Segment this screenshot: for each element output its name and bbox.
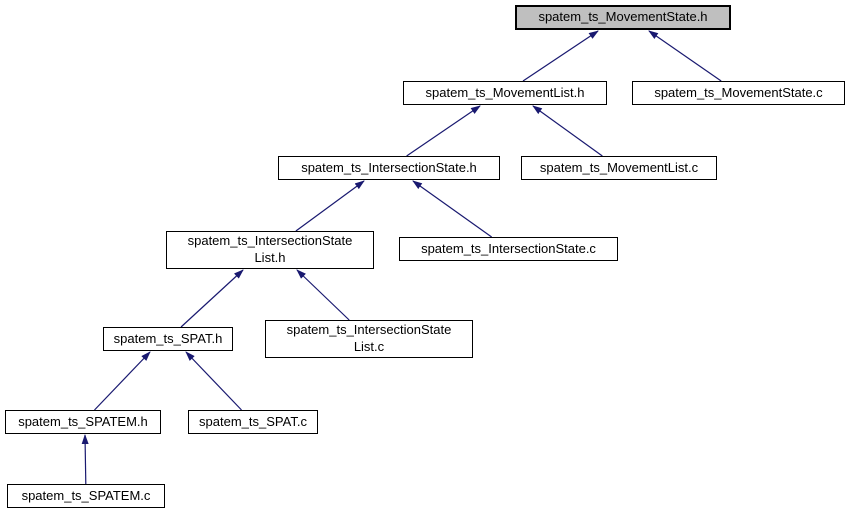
edge-spatem-h-to-spat-h	[94, 351, 151, 411]
edge-movementlist-c-to-movementlist-h	[532, 105, 603, 157]
edge-spat-c-to-spat-h	[185, 351, 242, 411]
edge-intersectionstate-c-to-intersectionstate-h	[412, 180, 492, 238]
edge-spat-h-to-intersectionstatelist-h	[180, 269, 244, 328]
graph-node-movementstate-c[interactable]: spatem_ts_MovementState.c	[632, 81, 845, 105]
graph-node-intersectionstate-h[interactable]: spatem_ts_IntersectionState.h	[278, 156, 500, 180]
edge-intersectionstatelist-h-to-intersectionstate-h	[295, 180, 365, 232]
graph-node-spatem-c[interactable]: spatem_ts_SPATEM.c	[7, 484, 165, 508]
graph-node-spat-c[interactable]: spatem_ts_SPAT.c	[188, 410, 318, 434]
edge-spatem-c-to-spatem-h	[81, 434, 89, 485]
graph-node-spatem-h[interactable]: spatem_ts_SPATEM.h	[5, 410, 161, 434]
graph-node-intersectionstate-c[interactable]: spatem_ts_IntersectionState.c	[399, 237, 618, 261]
graph-node-movementlist-h[interactable]: spatem_ts_MovementList.h	[403, 81, 607, 105]
edge-movementlist-h-to-movementstate-h	[522, 30, 599, 82]
graph-node-movementstate-h[interactable]: spatem_ts_MovementState.h	[515, 5, 731, 30]
edges-group	[81, 30, 722, 485]
graph-node-intersectionstatelist-h[interactable]: spatem_ts_IntersectionState List.h	[166, 231, 374, 269]
graph-node-intersectionstatelist-c[interactable]: spatem_ts_IntersectionState List.c	[265, 320, 473, 358]
graph-node-spat-h[interactable]: spatem_ts_SPAT.h	[103, 327, 233, 351]
edge-intersectionstate-h-to-movementlist-h	[406, 105, 481, 157]
graph-node-movementlist-c[interactable]: spatem_ts_MovementList.c	[521, 156, 717, 180]
edge-intersectionstatelist-c-to-intersectionstatelist-h	[296, 269, 350, 321]
edge-movementstate-c-to-movementstate-h	[648, 30, 722, 82]
